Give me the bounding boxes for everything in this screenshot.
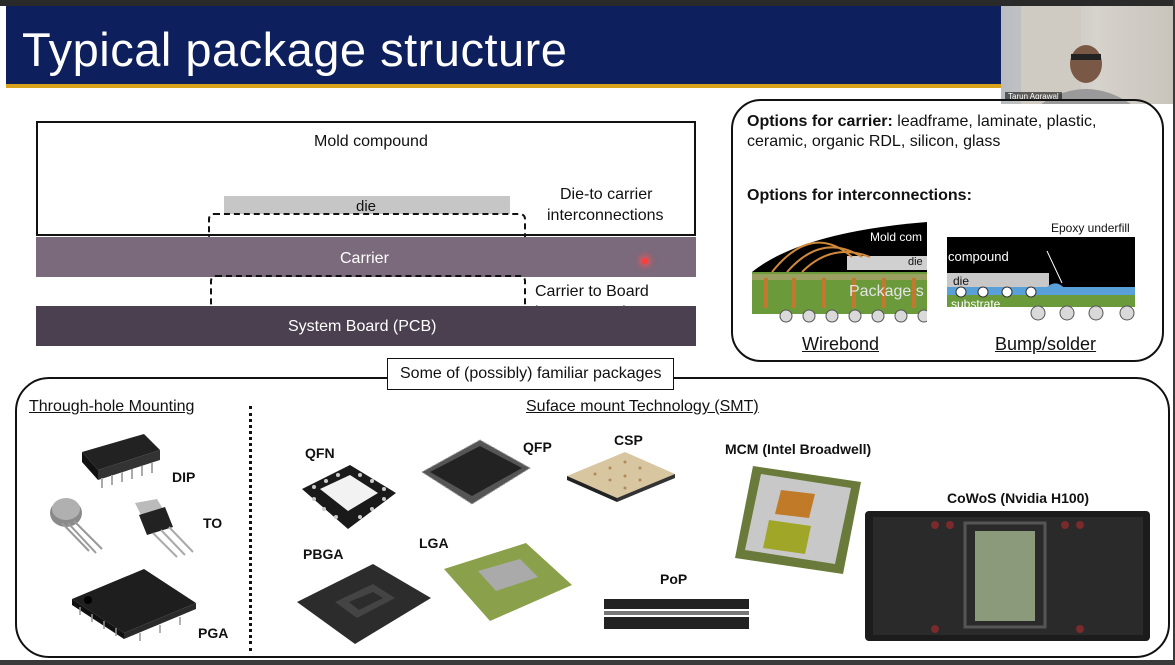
carrier-label: Carrier xyxy=(340,250,389,267)
die-label: die xyxy=(356,198,377,215)
carrier-options-line-1: Options for carrier: leadframe, laminate… xyxy=(747,113,1096,131)
participant-video-tile[interactable]: Tarun Agrawal xyxy=(1001,6,1174,104)
qfp-package-image xyxy=(421,439,531,505)
wirebond-mold-label: Mold com xyxy=(870,230,923,244)
mcm-package-image xyxy=(735,466,861,574)
dip-package-image xyxy=(82,434,160,488)
mold-compound-label: Mold compound xyxy=(314,133,428,150)
csp-label: CSP xyxy=(614,432,643,448)
lga-package-image xyxy=(444,543,572,621)
slide-title: Typical package structure xyxy=(22,23,568,76)
pbga-label: PBGA xyxy=(303,546,344,562)
pbga-package-image xyxy=(297,564,431,644)
wirebond-die-label: die xyxy=(908,256,923,268)
package-divider xyxy=(249,406,252,651)
qfp-label: QFP xyxy=(523,439,552,455)
epoxy-underfill-label: Epoxy underfill xyxy=(1051,221,1130,235)
cowos-label: CoWoS (Nvidia H100) xyxy=(947,490,1090,506)
wirebond-package-label: Package s xyxy=(849,283,924,300)
carrier-options-text-1: leadframe, laminate, plastic, xyxy=(892,113,1097,130)
mcm-label: MCM (Intel Broadwell) xyxy=(725,441,872,457)
participant-name: Tarun Agrawal xyxy=(1005,92,1062,101)
options-panel xyxy=(731,99,1164,362)
window-top-frame xyxy=(0,0,1175,6)
die-to-carrier-label-2: interconnections xyxy=(547,207,664,224)
mold-compound-box xyxy=(36,121,696,236)
qfn-package-image xyxy=(302,465,396,529)
pga-label: PGA xyxy=(198,625,229,641)
bump-compound-label: compound xyxy=(948,249,1009,264)
wirebond-illustration xyxy=(752,222,927,323)
through-hole-heading: Through-hole Mounting xyxy=(29,398,195,415)
wirebond-caption: Wirebond xyxy=(802,334,880,354)
carrier-to-board-label-1: Carrier to Board xyxy=(535,283,649,300)
pop-label: PoP xyxy=(660,571,688,587)
system-board-label: System Board (PCB) xyxy=(288,318,437,335)
bump-solder-illustration xyxy=(947,237,1135,321)
carrier-layer xyxy=(36,237,696,277)
pop-package-image xyxy=(604,599,749,629)
to-can-image xyxy=(50,498,103,554)
qfn-label: QFN xyxy=(305,445,335,461)
pga-package-image xyxy=(72,569,196,641)
to220-image xyxy=(135,499,194,558)
slide-title-bar: Typical package structure xyxy=(6,6,1006,84)
smt-heading: Suface mount Technology (SMT) xyxy=(526,398,759,415)
window-bottom-frame xyxy=(0,660,1175,665)
window-right-frame xyxy=(1173,0,1175,665)
laser-pointer-dot xyxy=(642,258,648,264)
title-accent-rule xyxy=(6,84,1006,88)
bump-solder-caption: Bump/solder xyxy=(995,334,1097,354)
participant-avatar xyxy=(1021,6,1131,104)
csp-package-image xyxy=(567,452,675,502)
die-to-carrier-label-1: Die-to carrier xyxy=(560,186,653,203)
packages-banner: Some of (possibly) familiar packages xyxy=(387,358,675,390)
die-block xyxy=(224,196,510,214)
bump-die-label: die xyxy=(953,274,970,288)
dip-label: DIP xyxy=(172,469,196,485)
bump-substrate-label: substrate xyxy=(951,297,1001,311)
lga-label: LGA xyxy=(419,535,449,551)
interconnection-options-heading: Options for interconnections: xyxy=(747,187,972,204)
cowos-package-image xyxy=(865,511,1150,641)
carrier-options-line-2: ceramic, organic RDL, silicon, glass xyxy=(747,133,1001,150)
carrier-options-heading: Options for carrier: xyxy=(747,113,893,130)
system-board-layer xyxy=(36,306,696,346)
to-label: TO xyxy=(203,515,223,531)
